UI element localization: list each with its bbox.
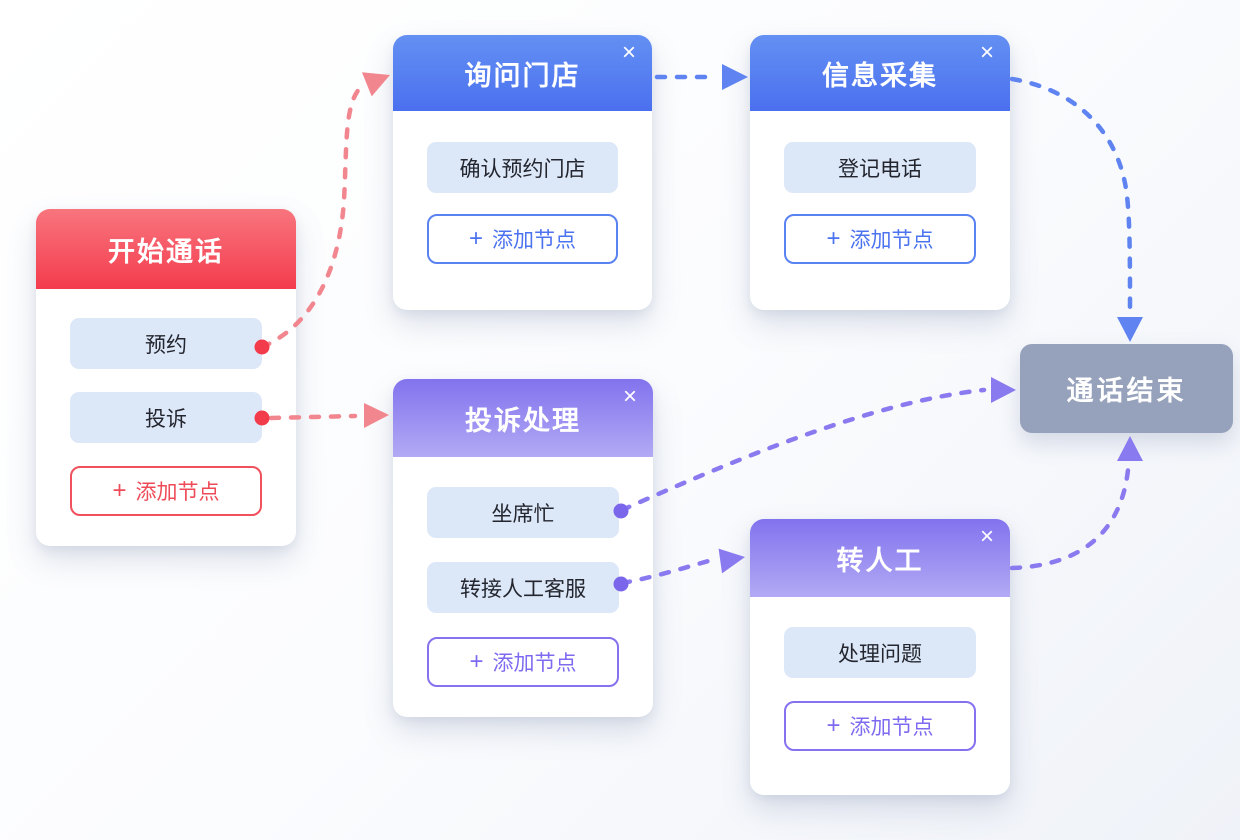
add-node-button[interactable]: + 添加节点 <box>784 701 976 751</box>
node-title: 投诉处理 <box>465 405 581 436</box>
plus-icon: + <box>826 712 841 739</box>
node-title: 询问门店 <box>464 60 581 91</box>
branch-chip-handle-issue[interactable]: 处理问题 <box>784 627 976 678</box>
add-node-button[interactable]: + 添加节点 <box>70 466 262 516</box>
arrowhead-end-left <box>991 377 1016 403</box>
add-node-label: 添加节点 <box>849 229 934 252</box>
node-body: 坐席忙 转接人工客服 + 添加节点 <box>393 457 653 717</box>
add-node-button[interactable]: + 添加节点 <box>784 214 976 264</box>
node-info-collect[interactable]: 信息采集 × 登记电话 + 添加节点 <box>750 35 1010 310</box>
branch-chip-confirm-store[interactable]: 确认预约门店 <box>427 142 618 193</box>
branch-chip-transfer-agent[interactable]: 转接人工客服 <box>427 562 619 613</box>
add-node-button[interactable]: + 添加节点 <box>427 637 619 687</box>
arrowhead-end-bottom <box>1117 436 1143 461</box>
node-start-call[interactable]: 开始通话 预约 投诉 + 添加节点 <box>36 209 296 546</box>
branch-chip-agent-busy[interactable]: 坐席忙 <box>427 487 619 538</box>
arrowhead-complaint <box>364 403 389 428</box>
node-header: 信息采集 × <box>750 35 1010 111</box>
node-header: 开始通话 <box>36 209 296 289</box>
node-header: 投诉处理 × <box>393 379 653 457</box>
node-body: 处理问题 + 添加节点 <box>750 597 1010 795</box>
edge-agent-busy-to-end <box>619 387 987 513</box>
close-icon[interactable]: × <box>979 39 994 66</box>
arrowhead-ask-store <box>361 72 390 97</box>
arrowhead-info-collect <box>722 64 748 90</box>
node-end-call[interactable]: 通话结束 <box>1020 344 1233 433</box>
close-icon[interactable]: × <box>622 383 637 410</box>
node-transfer-human[interactable]: 转人工 × 处理问题 + 添加节点 <box>750 519 1010 795</box>
add-node-button[interactable]: + 添加节点 <box>427 214 618 264</box>
edge-transfer-human-to-end <box>1009 467 1131 571</box>
add-node-label: 添加节点 <box>135 481 220 504</box>
arrowhead-transfer-human <box>718 548 745 574</box>
add-node-label: 添加节点 <box>849 716 934 739</box>
add-node-label: 添加节点 <box>492 652 577 675</box>
node-body: 预约 投诉 + 添加节点 <box>36 289 296 546</box>
plus-icon: + <box>826 225 841 252</box>
node-body: 登记电话 + 添加节点 <box>750 111 1010 310</box>
add-node-label: 添加节点 <box>492 229 576 252</box>
plus-icon: + <box>112 477 127 504</box>
node-title: 转人工 <box>836 545 924 576</box>
arrowhead-end-top <box>1117 317 1143 342</box>
plus-icon: + <box>469 648 484 675</box>
node-header: 询问门店 × <box>393 35 652 111</box>
branch-chip-yuyue[interactable]: 预约 <box>70 318 262 369</box>
node-complaint[interactable]: 投诉处理 × 坐席忙 转接人工客服 + 添加节点 <box>393 379 653 717</box>
edge-info-collect-to-end <box>1009 76 1133 311</box>
close-icon[interactable]: × <box>621 39 636 66</box>
node-title: 通话结束 <box>1066 376 1187 406</box>
node-body: 确认预约门店 + 添加节点 <box>393 111 652 310</box>
branch-chip-tousu[interactable]: 投诉 <box>70 392 262 443</box>
node-ask-store[interactable]: 询问门店 × 确认预约门店 + 添加节点 <box>393 35 652 310</box>
close-icon[interactable]: × <box>979 523 994 550</box>
node-title: 信息采集 <box>822 60 938 91</box>
node-header: 转人工 × <box>750 519 1010 597</box>
branch-chip-register-phone[interactable]: 登记电话 <box>784 142 976 193</box>
node-title: 开始通话 <box>108 236 224 267</box>
plus-icon: + <box>468 225 483 252</box>
